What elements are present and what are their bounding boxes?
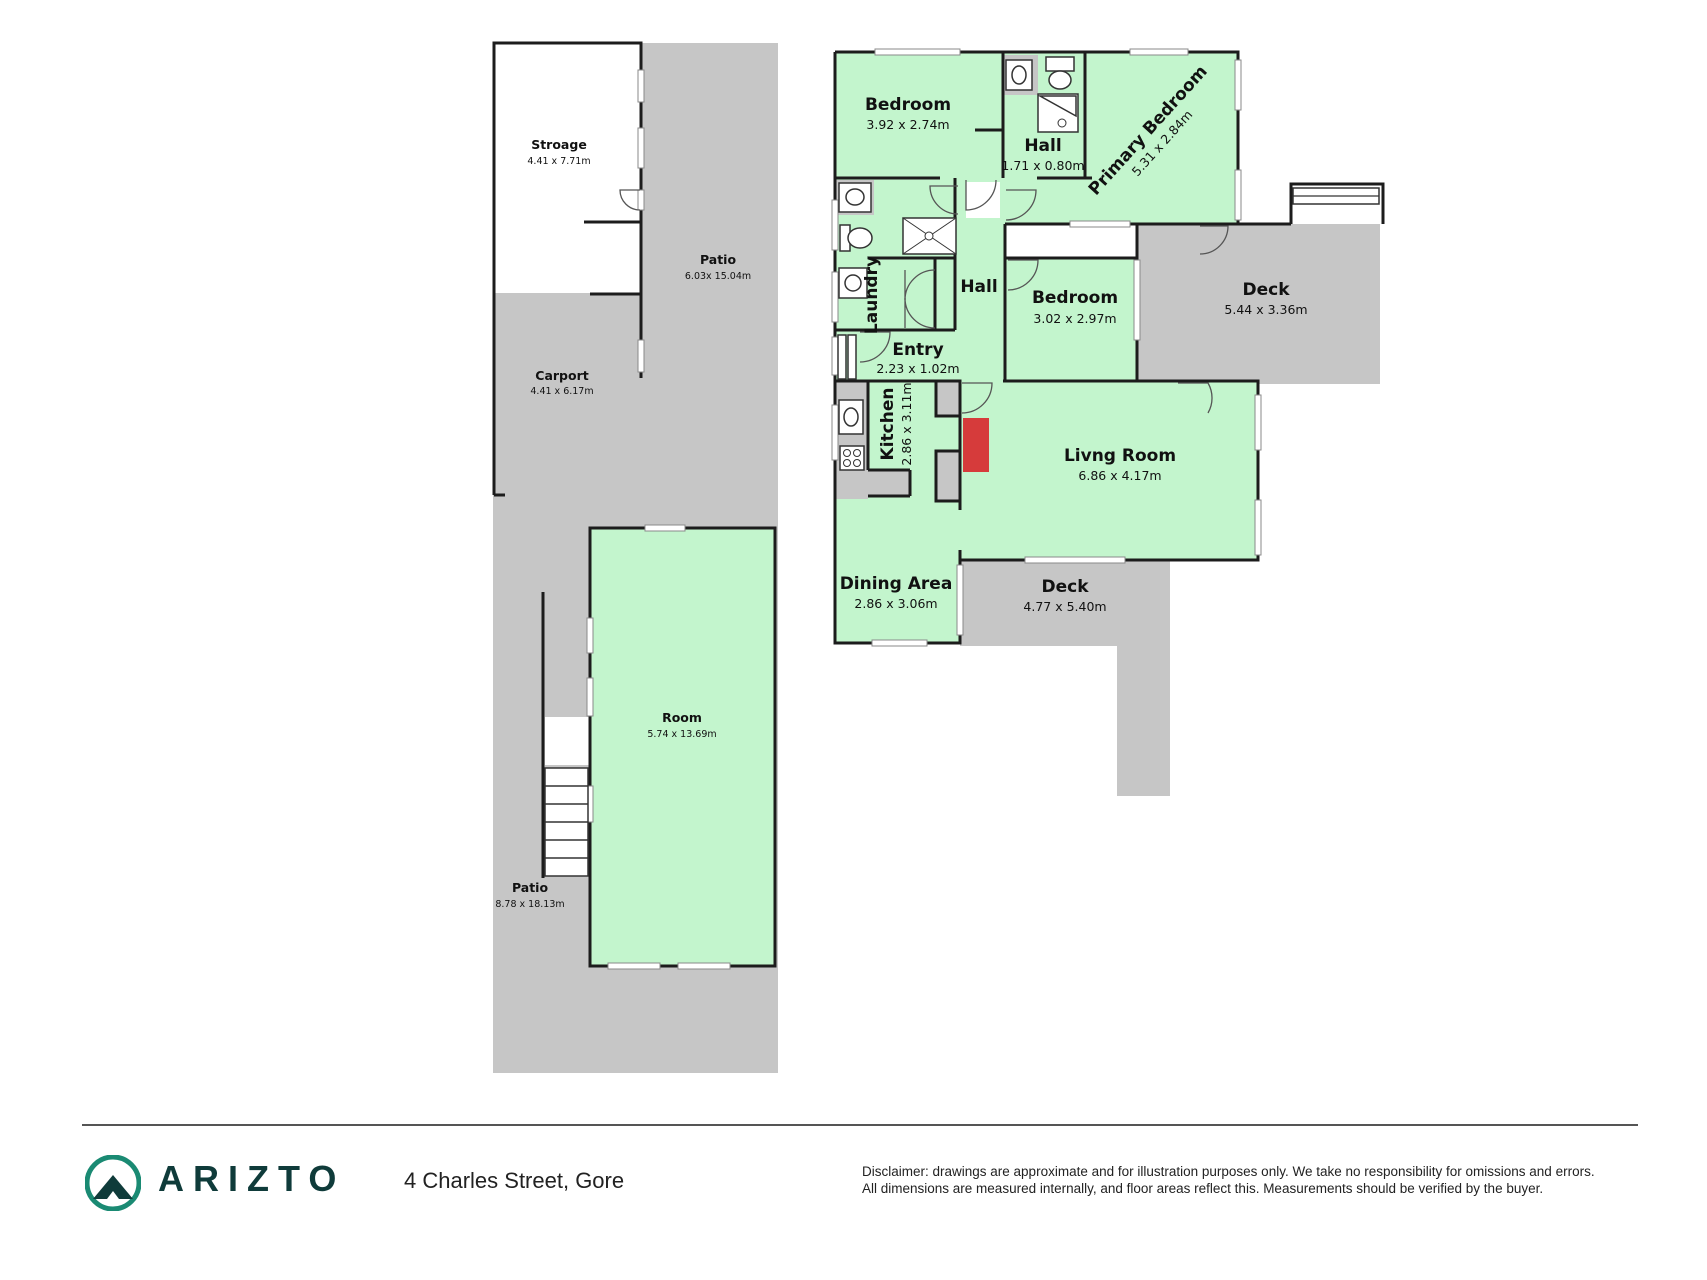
patio-top-name: Patio — [700, 252, 737, 267]
deck-bottom-dims: 4.77 x 5.40m — [1023, 599, 1106, 614]
storage-floor — [493, 43, 641, 293]
fireplace-icon — [963, 418, 989, 472]
stairs-icon — [544, 767, 589, 877]
patio-top-dims: 6.03x 15.04m — [685, 271, 751, 282]
kitchen-dims: 2.86 x 3.11m — [899, 382, 914, 465]
disclaimer: Disclaimer: drawings are approximate and… — [862, 1163, 1642, 1197]
sink-icon — [838, 59, 1033, 435]
toilet-icon — [839, 56, 1075, 252]
property-address: 4 Charles Street, Gore — [404, 1168, 625, 1193]
entry-dims: 2.23 x 1.02m — [876, 361, 959, 376]
deck-right-floor — [1137, 224, 1380, 384]
shower-icon — [902, 93, 1079, 255]
interior-walls — [833, 50, 1385, 645]
living-room-name: Livng Room — [1064, 446, 1176, 466]
brand-name: ARIZTO — [158, 1158, 346, 1199]
deck-bottom-name: Deck — [1041, 577, 1089, 597]
deck-right-dims: 5.44 x 3.36m — [1224, 302, 1307, 317]
bedroom1-name: Bedroom — [865, 95, 951, 115]
deck-bottom-ext — [1117, 640, 1170, 796]
door-swing-icon — [619, 189, 641, 211]
patio-bottom-name: Patio — [512, 880, 549, 895]
dining-area-dims: 2.86 x 3.06m — [854, 596, 937, 611]
room-name: Room — [662, 710, 702, 725]
dining-area-name: Dining Area — [840, 574, 953, 594]
entry-name: Entry — [892, 340, 943, 360]
storage-name: Stroage — [531, 137, 587, 152]
disclaimer-line-1: Disclaimer: drawings are approximate and… — [862, 1164, 1595, 1179]
deck-right-name: Deck — [1242, 280, 1290, 300]
landing — [545, 717, 591, 765]
carport-dims: 4.41 x 6.17m — [530, 386, 593, 397]
patio-bottom-dims: 8.78 x 18.13m — [495, 899, 564, 910]
door-swing-icon — [859, 179, 1229, 414]
stove-icon — [839, 445, 865, 471]
hall-small-dims: 1.71 x 0.80m — [1001, 158, 1084, 173]
storage-dims: 4.41 x 7.71m — [527, 156, 590, 167]
bedroom2-dims: 3.02 x 2.97m — [1033, 311, 1116, 326]
deck-bottom-floor — [960, 560, 1170, 646]
living-room-dims: 6.86 x 4.17m — [1078, 468, 1161, 483]
logo-mountain-icon — [85, 1155, 141, 1211]
floor-plan: Stroage 4.41 x 7.71m Patio 6.03x 15.04m … — [492, 41, 1385, 1073]
windows — [831, 48, 1380, 647]
hall-small-name: Hall — [1024, 136, 1061, 156]
room-dims: 5.74 x 13.69m — [647, 729, 716, 740]
hall-name: Hall — [960, 277, 997, 297]
room-floor — [590, 528, 775, 966]
kitchen-name: Kitchen — [878, 388, 898, 461]
disclaimer-line-2: All dimensions are measured internally, … — [862, 1181, 1544, 1196]
footer-divider — [82, 1124, 1638, 1126]
bedroom2-name: Bedroom — [1032, 288, 1118, 308]
carport-name: Carport — [535, 368, 588, 383]
bedroom1-dims: 3.92 x 2.74m — [866, 117, 949, 132]
laundry-name: Laundry — [862, 256, 882, 334]
shelf-icon — [837, 334, 857, 380]
